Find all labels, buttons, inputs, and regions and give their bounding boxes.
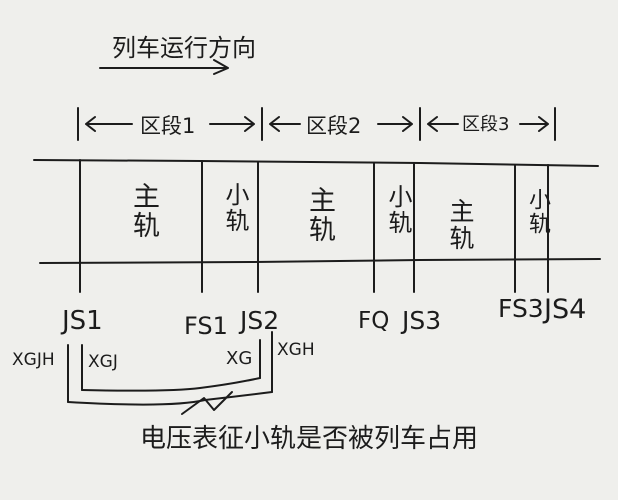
wire-label-xg: XG [226, 348, 253, 369]
direction-label: 列车运行方向 [112, 34, 256, 62]
rail-top [33, 159, 599, 167]
main-rail-label-2: 主轨 [304, 186, 335, 244]
caption: 电压表征小轨是否被列车占用 [140, 424, 479, 454]
joint-label-fq: FQ [358, 308, 390, 334]
joint-label-fs3: FS3 [498, 294, 544, 323]
caption-pointer [181, 391, 233, 415]
rail-bottom [39, 258, 601, 264]
joint-label-fs1: FS1 [184, 312, 228, 340]
wire-label-xgj: XGJ [88, 352, 118, 372]
section-3-arrow-right [519, 116, 549, 132]
small-rail-label-3: 小轨 [525, 188, 550, 236]
small-rail-label-1: 小轨 [221, 182, 249, 234]
joint-label-js3: JS3 [402, 306, 442, 335]
section-1-arrow-left [85, 116, 133, 132]
main-rail-label-3: 主轨 [446, 198, 475, 252]
section-3-arrow-left [427, 116, 459, 132]
section-1-arrow-right [209, 116, 255, 132]
direction-arrow [99, 59, 229, 75]
section-2-arrow-left [269, 116, 301, 132]
wire-outer-loop [67, 391, 273, 406]
wire-label-xgjh: XGJH [12, 350, 55, 370]
wire-inner-loop [81, 377, 261, 392]
section-label-1: 区段1 [140, 114, 196, 138]
joint-label-js2: JS2 [240, 306, 280, 335]
section-label-3: 区段3 [462, 114, 510, 135]
joint-label-js1: JS1 [62, 306, 103, 336]
wire-label-xgh: XGH [277, 340, 315, 360]
small-rail-label-2: 小轨 [384, 184, 412, 236]
joint-label-js4: JS4 [544, 294, 587, 325]
section-label-2: 区段2 [306, 114, 362, 138]
main-rail-label-1: 主轨 [128, 182, 159, 240]
section-2-arrow-right [377, 116, 413, 132]
